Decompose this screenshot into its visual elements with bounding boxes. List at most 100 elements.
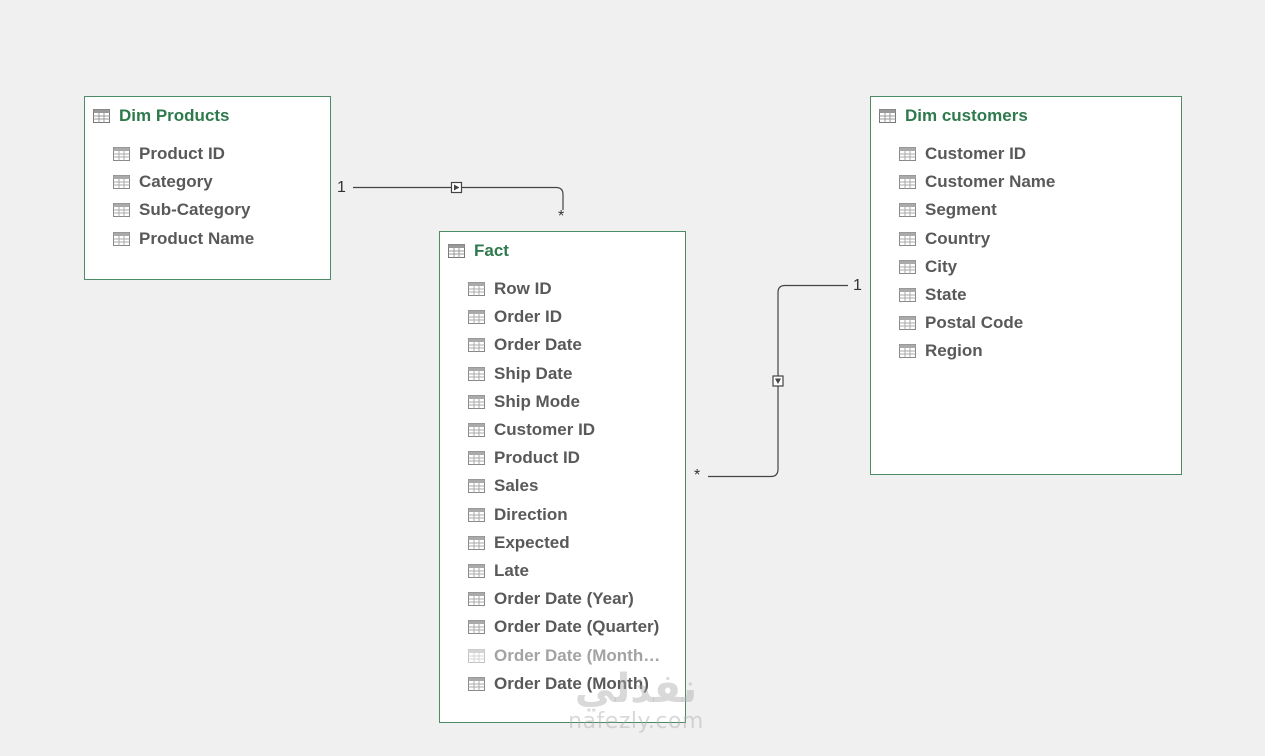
table-field-icon bbox=[468, 282, 485, 297]
field-label: City bbox=[925, 256, 958, 276]
table-field-icon bbox=[899, 203, 916, 218]
field-item[interactable]: Product ID bbox=[113, 140, 254, 168]
table-field-icon bbox=[468, 338, 485, 353]
field-item[interactable]: Ship Date bbox=[468, 360, 660, 388]
table-field-icon bbox=[468, 366, 485, 381]
field-item[interactable]: Row ID bbox=[468, 275, 660, 303]
field-label: Order Date (Month… bbox=[494, 645, 661, 665]
table-field-icon bbox=[899, 259, 916, 274]
table-field-icon bbox=[899, 231, 916, 246]
table-title: Dim customers bbox=[905, 106, 1028, 125]
field-label: Late bbox=[494, 560, 529, 580]
table-header[interactable]: Dim Products bbox=[93, 106, 230, 126]
cardinality-one-label: 1 bbox=[337, 179, 346, 196]
watermark: نفذلي nafezly.com bbox=[556, 668, 716, 734]
field-label: Order ID bbox=[494, 307, 563, 327]
table-field-icon bbox=[468, 592, 485, 607]
field-label: Sales bbox=[494, 476, 539, 496]
field-label: Country bbox=[925, 228, 991, 248]
relationship-filter-arrow-icon bbox=[772, 375, 784, 387]
field-label: State bbox=[925, 285, 967, 305]
field-label: Order Date (Year) bbox=[494, 589, 634, 609]
table-card-dim-products[interactable]: Dim Products Product ID Category Sub-Cat… bbox=[84, 96, 331, 280]
table-icon bbox=[879, 109, 896, 123]
table-icon bbox=[93, 109, 110, 123]
field-item[interactable]: Category bbox=[113, 168, 254, 196]
relationship-filter-arrow-icon bbox=[450, 181, 463, 194]
field-item[interactable]: Order ID bbox=[468, 303, 660, 331]
cardinality-many-label: * bbox=[558, 208, 565, 225]
table-card-fact[interactable]: Fact Row ID Order ID Order Date Ship Dat… bbox=[439, 231, 686, 723]
table-field-icon bbox=[113, 147, 130, 162]
table-icon bbox=[448, 244, 465, 258]
field-label: Order Date bbox=[494, 335, 582, 355]
field-label: Ship Mode bbox=[494, 391, 580, 411]
table-field-icon bbox=[468, 648, 485, 663]
field-label: Product Name bbox=[139, 228, 255, 248]
table-title: Dim Products bbox=[119, 106, 230, 125]
cardinality-one-label: 1 bbox=[853, 277, 862, 294]
table-field-icon bbox=[468, 394, 485, 409]
field-item[interactable]: Customer ID bbox=[468, 416, 660, 444]
field-item[interactable]: Order Date (Quarter) bbox=[468, 613, 660, 641]
field-item[interactable]: Region bbox=[899, 337, 1055, 365]
field-label: Customer Name bbox=[925, 172, 1056, 192]
field-label: Product ID bbox=[494, 448, 580, 468]
field-label: Region bbox=[925, 341, 983, 361]
table-field-icon bbox=[899, 175, 916, 190]
table-field-icon bbox=[899, 147, 916, 162]
field-label: Expected bbox=[494, 532, 570, 552]
field-item[interactable]: Postal Code bbox=[899, 309, 1055, 337]
field-item[interactable]: Sub-Category bbox=[113, 196, 254, 224]
field-list: Product ID Category Sub-Category Product… bbox=[113, 140, 254, 253]
field-item[interactable]: Customer ID bbox=[899, 140, 1055, 168]
table-field-icon bbox=[468, 535, 485, 550]
field-label: Order Date (Quarter) bbox=[494, 617, 660, 637]
watermark-arabic-text: نفذلي bbox=[574, 666, 698, 712]
field-label: Customer ID bbox=[494, 420, 596, 440]
table-card-dim-customers[interactable]: Dim customers Customer ID Customer Name … bbox=[870, 96, 1182, 475]
field-label: Customer ID bbox=[925, 144, 1027, 164]
field-item[interactable]: Segment bbox=[899, 196, 1055, 224]
watermark-latin-text: nafezly.com bbox=[568, 709, 704, 734]
table-header[interactable]: Fact bbox=[448, 241, 509, 261]
field-item[interactable]: Country bbox=[899, 225, 1055, 253]
table-field-icon bbox=[899, 316, 916, 331]
field-item[interactable]: Late bbox=[468, 557, 660, 585]
field-item[interactable]: Product Name bbox=[113, 225, 254, 253]
field-item[interactable]: State bbox=[899, 281, 1055, 309]
table-field-icon bbox=[468, 479, 485, 494]
field-item[interactable]: Product ID bbox=[468, 444, 660, 472]
table-field-icon bbox=[468, 676, 485, 691]
field-item[interactable]: Order Date (Month) bbox=[468, 670, 660, 698]
field-label: Row ID bbox=[494, 279, 552, 299]
field-label: Direction bbox=[494, 504, 568, 524]
table-field-icon bbox=[468, 620, 485, 635]
table-field-icon bbox=[899, 344, 916, 359]
field-item-hidden[interactable]: Order Date (Month… bbox=[468, 641, 660, 669]
field-item[interactable]: Ship Mode bbox=[468, 388, 660, 416]
field-label: Product ID bbox=[139, 144, 225, 164]
table-field-icon bbox=[468, 507, 485, 522]
field-item[interactable]: Order Date (Year) bbox=[468, 585, 660, 613]
field-item[interactable]: City bbox=[899, 253, 1055, 281]
field-item[interactable]: Sales bbox=[468, 472, 660, 500]
relationship-line-products-fact bbox=[353, 186, 564, 210]
field-item[interactable]: Direction bbox=[468, 501, 660, 529]
field-item[interactable]: Order Date bbox=[468, 331, 660, 359]
cardinality-many-label: * bbox=[694, 467, 701, 484]
table-field-icon bbox=[113, 231, 130, 246]
field-label: Category bbox=[139, 172, 213, 192]
table-field-icon bbox=[113, 175, 130, 190]
field-label: Order Date (Month) bbox=[494, 673, 649, 693]
field-item[interactable]: Expected bbox=[468, 529, 660, 557]
table-header[interactable]: Dim customers bbox=[879, 106, 1028, 126]
field-list: Customer ID Customer Name Segment Countr… bbox=[899, 140, 1055, 366]
field-label: Ship Date bbox=[494, 363, 573, 383]
table-field-icon bbox=[468, 423, 485, 438]
field-item[interactable]: Customer Name bbox=[899, 168, 1055, 196]
table-title: Fact bbox=[474, 241, 509, 260]
table-field-icon bbox=[468, 310, 485, 325]
table-field-icon bbox=[899, 288, 916, 303]
